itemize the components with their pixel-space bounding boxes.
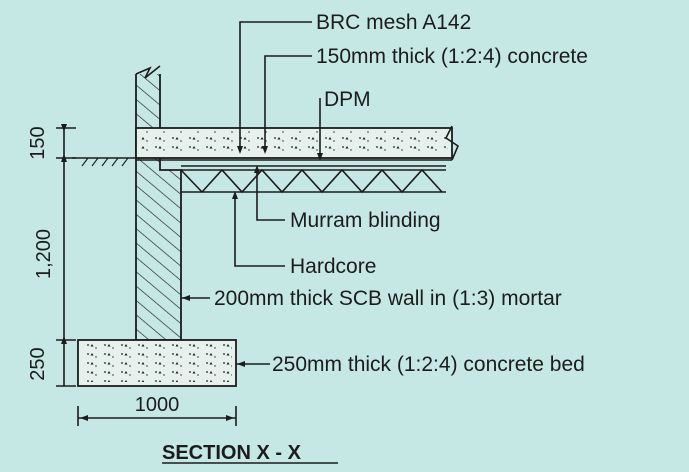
hardcore-fill	[180, 168, 446, 194]
scb-wall	[135, 74, 182, 341]
label-wall: 200mm thick SCB wall in (1:3) mortar	[214, 287, 562, 310]
leader-murram	[256, 168, 285, 221]
wall-break-line	[135, 65, 161, 79]
label-murram: Murram blinding	[290, 209, 441, 232]
dimension-width: 1000	[135, 394, 180, 416]
label-hardcore: Hardcore	[290, 255, 376, 278]
label-dpm: DPM	[324, 88, 371, 111]
leader-brc	[239, 21, 312, 150]
leader-slab	[264, 55, 312, 150]
ground-hatch	[81, 157, 129, 167]
bed-aggregate	[82, 344, 232, 382]
dimension-fill: 1,200	[33, 229, 55, 279]
section-title: SECTION X - X	[162, 442, 302, 464]
label-brc-mesh: BRC mesh A142	[316, 11, 471, 34]
label-slab: 150mm thick (1:2:4) concrete	[316, 45, 588, 68]
dimension-footing: 250	[27, 347, 49, 380]
label-bed: 250mm thick (1:2:4) concrete bed	[272, 353, 585, 376]
slab-break-line	[444, 125, 459, 161]
leader-hardcore	[234, 195, 285, 267]
slab-aggregate	[140, 131, 448, 155]
dimension-slab: 150	[27, 126, 49, 159]
